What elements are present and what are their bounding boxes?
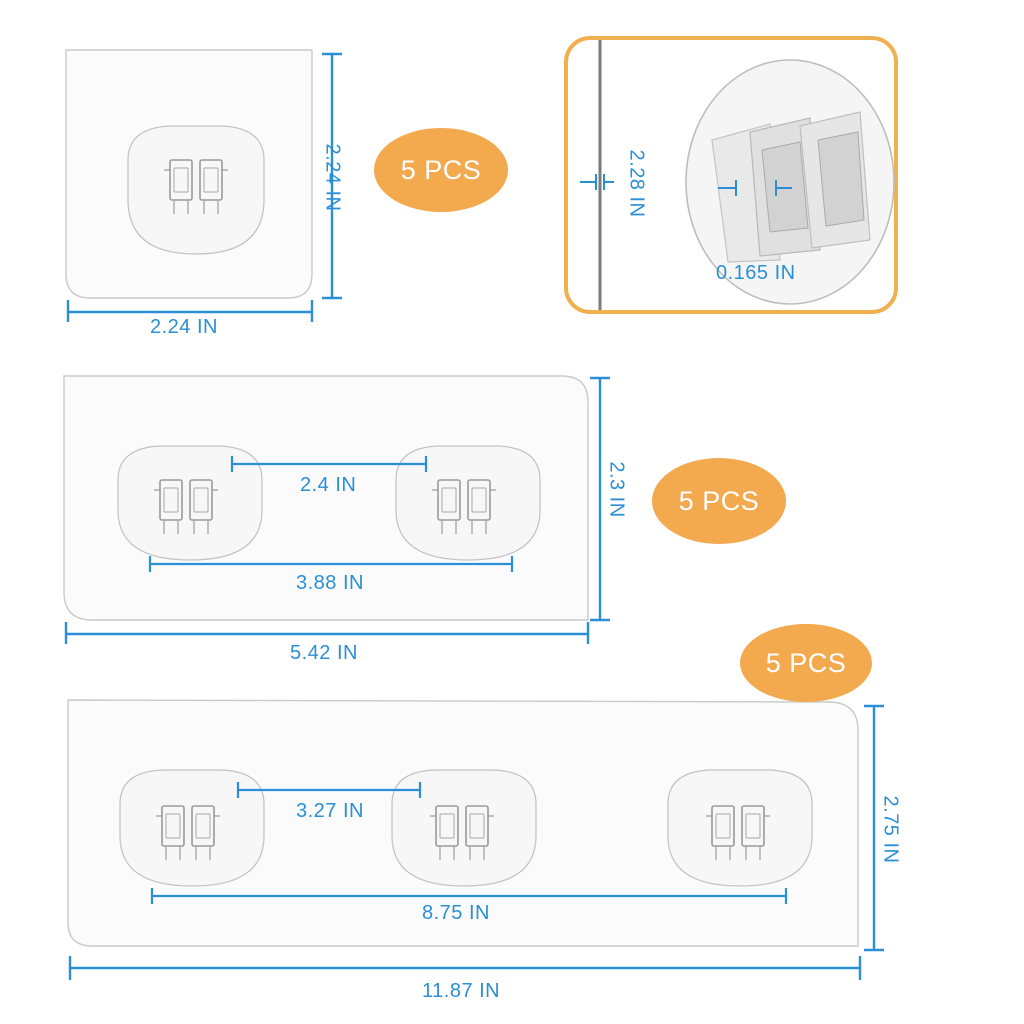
large-plate-quantity-badge: 5 PCS <box>740 624 872 702</box>
medium-hook-spacing-dimension <box>230 456 428 472</box>
small-plate-height-dimension <box>322 52 342 300</box>
large-height-label: 2.75 IN <box>879 795 902 864</box>
small-plate-width-label: 2.24 IN <box>150 316 218 338</box>
hook-pad <box>127 125 265 255</box>
large-width-label: 11.87 IN <box>422 980 501 1002</box>
large-span-label: 8.75 IN <box>422 902 490 924</box>
large-hook-spacing-label: 3.27 IN <box>296 800 364 822</box>
detail-height-dimension <box>580 174 614 190</box>
small-plate-quantity-badge: 5 PCS <box>374 128 508 212</box>
medium-plate-quantity-label: 5 PCS <box>678 485 760 516</box>
medium-width-dimension <box>64 622 590 644</box>
small-plate-height-label: 2.24 IN <box>321 143 344 212</box>
medium-span-label: 3.88 IN <box>296 572 364 594</box>
large-width-dimension <box>68 956 862 980</box>
detail-thickness-dimension <box>718 180 792 196</box>
medium-width-label: 5.42 IN <box>290 642 358 664</box>
medium-height-dimension <box>590 376 610 622</box>
detail-height-label: 2.28 IN <box>625 149 648 218</box>
medium-height-label: 2.3 IN <box>605 461 628 518</box>
small-plate-quantity-label: 5 PCS <box>400 154 482 185</box>
small-plate <box>65 49 313 299</box>
medium-plate-quantity-badge: 5 PCS <box>652 458 786 544</box>
small-plate-width-dimension <box>66 300 314 322</box>
detail-thickness-label: 0.165 IN <box>716 262 796 284</box>
medium-hook-spacing-label: 2.4 IN <box>300 474 357 496</box>
medium-span-dimension <box>148 556 514 572</box>
large-span-dimension <box>150 888 788 904</box>
large-hook-spacing-dimension <box>236 782 422 798</box>
large-height-dimension <box>864 704 884 952</box>
large-plate <box>67 699 859 947</box>
medium-plate <box>63 375 589 621</box>
large-plate-quantity-label: 5 PCS <box>765 647 847 678</box>
detail-zoom-panel <box>564 36 898 314</box>
